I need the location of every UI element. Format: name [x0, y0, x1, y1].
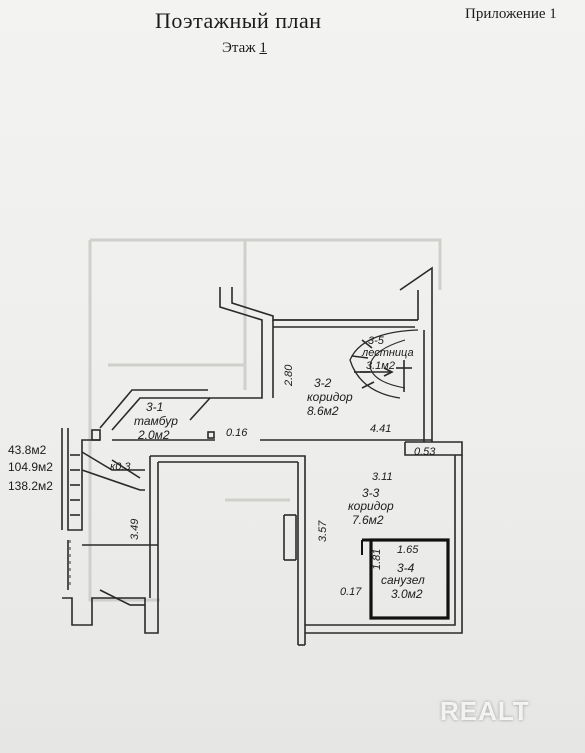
dimension-0-17: 0.17	[340, 586, 362, 598]
room-3-2-area: 8.6м2	[307, 404, 339, 418]
room-3-5: 3-5 лестница 3.1м2	[361, 335, 414, 372]
dimension-k0-3: к0.3	[110, 461, 131, 473]
dimension-4-41: 4.41	[370, 423, 391, 435]
dimension-3-49: 3.49	[129, 519, 141, 540]
dimension-3-11: 3.11	[372, 471, 393, 483]
room-3-1-area: 2.0м2	[137, 428, 170, 442]
room-3-4-id: 3-4	[397, 561, 415, 575]
floor-label-text: Этаж	[222, 40, 256, 56]
room-3-2-id: 3-2	[314, 376, 332, 390]
dimension-3-57: 3.57	[317, 520, 329, 542]
room-3-5-name: лестница	[361, 347, 414, 359]
bathroom-outline	[361, 538, 450, 620]
room-3-2: 3-2 коридор 8.6м2	[307, 376, 353, 418]
floor-number: 1	[259, 40, 267, 56]
realt-watermark: REALT	[440, 696, 530, 726]
dimension-2-80: 2.80	[283, 364, 295, 387]
dimension-0-16: 0.16	[226, 427, 248, 439]
room-3-5-id: 3-5	[368, 335, 385, 347]
dimensions: 2.80 4.41 0.53 0.16 3.11 3.57 3.49 1.81 …	[110, 364, 436, 598]
faint-background-plan	[88, 238, 442, 602]
appendix-label: Приложение 1	[465, 6, 557, 22]
floor-label: Этаж 1	[222, 40, 267, 57]
room-3-4: 3-4 санузел 3.0м2	[381, 561, 425, 601]
room-3-3-name: коридор	[348, 499, 394, 513]
room-3-4-area: 3.0м2	[391, 587, 423, 601]
room-3-3: 3-3 коридор 7.6м2	[348, 486, 394, 527]
page-title: Поэтажный план	[155, 8, 322, 33]
room-3-1-id: 3-1	[146, 400, 163, 414]
room-3-3-id: 3-3	[362, 486, 380, 500]
area-left-2: 104.9м2	[8, 460, 53, 474]
dimension-1-81: 1.81	[371, 549, 383, 570]
room-3-1-name: тамбур	[134, 414, 178, 428]
walls	[61, 266, 463, 646]
room-3-3-area: 7.6м2	[352, 513, 384, 527]
area-left-1: 43.8м2	[8, 443, 47, 457]
room-3-5-area: 3.1м2	[366, 360, 395, 372]
dimension-1-65: 1.65	[397, 544, 419, 556]
area-left-3: 138.2м2	[8, 479, 53, 493]
room-3-4-name: санузел	[381, 573, 425, 587]
room-3-1: 3-1 тамбур 2.0м2	[134, 400, 178, 442]
dimension-0-53: 0.53	[414, 446, 436, 458]
room-3-2-name: коридор	[307, 390, 353, 404]
